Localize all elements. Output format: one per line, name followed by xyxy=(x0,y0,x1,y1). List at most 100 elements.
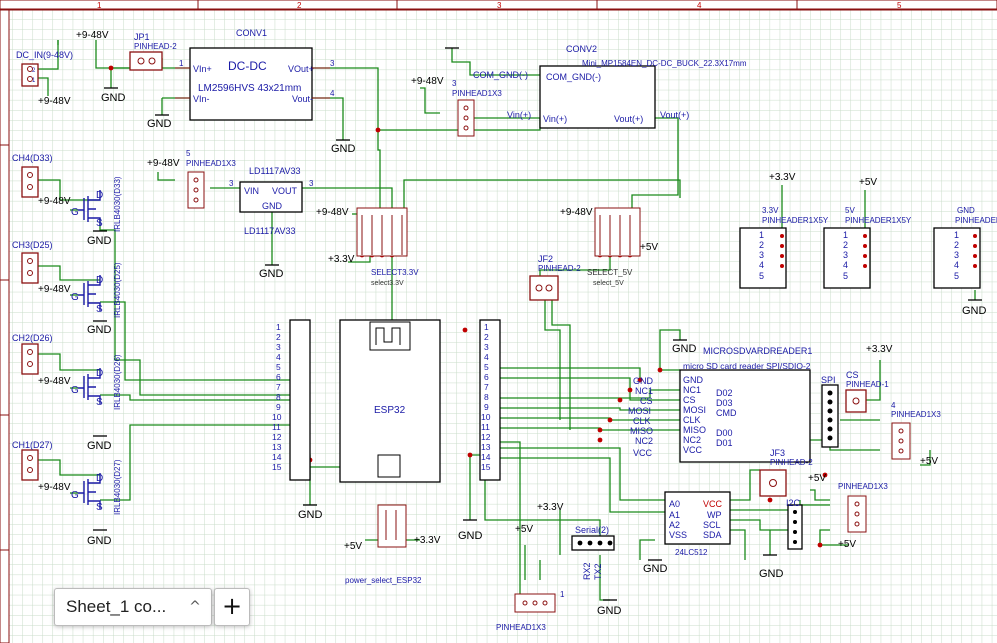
sheet-tab-label: Sheet_1 co... xyxy=(66,597,167,616)
svg-text:6: 6 xyxy=(484,372,489,382)
ch4-connector[interactable] xyxy=(21,166,39,198)
gnd-label-1: GND xyxy=(101,92,126,104)
esp32-left-header[interactable] xyxy=(289,319,311,481)
svg-text:10: 10 xyxy=(481,412,491,422)
svg-text:D: D xyxy=(96,473,103,484)
conv1-pin-4: 4 xyxy=(330,89,335,98)
svg-text:D: D xyxy=(96,368,103,379)
eeprom-24lc512[interactable] xyxy=(664,491,731,545)
esp32-right-header[interactable] xyxy=(479,319,501,481)
conv2-module[interactable] xyxy=(539,65,656,129)
power-label-948-sel5: +9-48V xyxy=(560,207,593,218)
svg-text:6: 6 xyxy=(276,372,281,382)
conv1-title: DC-DC xyxy=(228,59,267,73)
ch1-label: CH1(D27) xyxy=(12,440,53,450)
ruler-col-2: 2 xyxy=(297,1,302,10)
header-33v[interactable]: 12 34 5 xyxy=(739,227,787,289)
svg-text:D: D xyxy=(96,190,103,201)
gnd-label-15: GND xyxy=(962,305,987,317)
conv2-com-gnd-net: COM_GND(-) xyxy=(473,70,528,80)
power-label-948-conv2: +9-48V xyxy=(411,76,444,87)
power-label-5v-ps: +5V xyxy=(344,541,362,552)
select5-header[interactable] xyxy=(594,207,641,257)
select33-header[interactable] xyxy=(356,207,408,257)
svg-text:4: 4 xyxy=(276,352,281,362)
pinhead1x3-bottom[interactable] xyxy=(514,593,556,613)
conv1-vin-plus: VIn+ xyxy=(193,64,212,74)
conv2-header-label: PINHEAD1X3 xyxy=(452,89,502,98)
ch1-connector[interactable] xyxy=(21,449,39,481)
power-select-esp32[interactable] xyxy=(377,504,407,548)
power-label-948-in: +9-48V xyxy=(38,96,71,107)
conv1-pin-1: 1 xyxy=(179,59,184,68)
jp1-pinhead[interactable] xyxy=(129,51,163,71)
cs-value: PINHEAD-1 xyxy=(846,380,889,389)
sheet-tab[interactable]: Sheet_1 co... ^ xyxy=(54,588,212,626)
svg-text:2: 2 xyxy=(759,240,764,250)
esp32-module[interactable] xyxy=(339,319,441,483)
svg-text:D01: D01 xyxy=(716,438,733,448)
jf2-pinhead[interactable] xyxy=(529,275,559,301)
svg-text:3: 3 xyxy=(276,342,281,352)
conv1-part: LM2596HVS 43x21mm xyxy=(198,83,301,94)
bottom-header-label: PINHEAD1X3 xyxy=(496,623,546,632)
header-gnd[interactable]: 12 34 5 xyxy=(933,227,981,289)
svg-text:1: 1 xyxy=(276,322,281,332)
select33-ref: select3.3V xyxy=(371,280,404,287)
gnd-label-3: GND xyxy=(331,143,356,155)
header-5v[interactable]: 12 34 5 xyxy=(823,227,871,289)
sd-net-labels: GND NC1 CS MOSI CLK MISO NC2 VCC xyxy=(628,376,654,458)
header-33v-part: PINHEADER1X5Y xyxy=(762,216,829,225)
sd-card-reader[interactable] xyxy=(679,369,811,463)
conv1-module[interactable] xyxy=(175,47,330,121)
power-label-948-sel: +9-48V xyxy=(316,207,349,218)
gnd-label-7: GND xyxy=(87,440,112,452)
i2c-header[interactable] xyxy=(787,504,803,550)
ch2-connector[interactable] xyxy=(21,343,39,375)
svg-text:D00: D00 xyxy=(716,428,733,438)
svg-text:7: 7 xyxy=(276,382,281,392)
svg-text:NC1: NC1 xyxy=(683,385,701,395)
sd-pin-labels: GND NC1 CS MOSI CLK MISO NC2 VCC D02 D03… xyxy=(683,375,737,455)
jf3-pinhead[interactable] xyxy=(759,469,787,497)
ch3-connector[interactable] xyxy=(21,252,39,284)
pinhead1x3-ld[interactable] xyxy=(187,171,205,209)
conv1-vout-plus: VOut+ xyxy=(288,64,314,74)
svg-text:15: 15 xyxy=(481,462,491,472)
svg-text:1: 1 xyxy=(954,230,959,240)
dc-in-connector[interactable]: 21 xyxy=(21,63,39,87)
header-gnd-part: PINHEADER1X xyxy=(955,216,997,225)
chevron-up-icon[interactable]: ^ xyxy=(189,599,201,615)
svg-text:5: 5 xyxy=(759,271,764,281)
svg-text:VSS: VSS xyxy=(669,530,687,540)
svg-text:2: 2 xyxy=(484,332,489,342)
ch4-label: CH4(D33) xyxy=(12,153,53,163)
ld1117-regulator[interactable] xyxy=(239,181,303,213)
gnd-label-4: GND xyxy=(259,268,284,280)
svg-text:CS: CS xyxy=(640,396,653,406)
serial-header[interactable] xyxy=(571,535,615,551)
svg-text:SDA: SDA xyxy=(703,530,722,540)
svg-text:CS: CS xyxy=(683,395,696,405)
ld1117-pin-2: 3 xyxy=(309,179,314,188)
ruler-col-5: 5 xyxy=(897,1,902,10)
svg-text:1: 1 xyxy=(484,322,489,332)
serial-rx2: RX2 xyxy=(582,562,592,580)
svg-text:13: 13 xyxy=(272,442,282,452)
pinhead1x3-right2[interactable] xyxy=(847,495,867,533)
svg-text:13: 13 xyxy=(481,442,491,452)
pinhead1x3-right[interactable] xyxy=(891,422,911,460)
esp32-label: ESP32 xyxy=(374,405,406,416)
conv2-com-gnd-pin: COM_GND(-) xyxy=(546,72,601,82)
pinhead1x3-conv2[interactable] xyxy=(457,99,475,137)
svg-text:VCC: VCC xyxy=(633,448,653,458)
svg-text:S: S xyxy=(96,304,103,315)
cs-pinhead[interactable] xyxy=(845,389,867,413)
spi-header[interactable] xyxy=(821,384,839,448)
ld1117-pin-3: 3 xyxy=(229,179,234,188)
gnd-label-14: GND xyxy=(597,605,622,617)
add-sheet-button[interactable]: + xyxy=(214,588,250,626)
ch3-label: CH3(D25) xyxy=(12,240,53,250)
ruler-col-1: 1 xyxy=(97,1,102,10)
